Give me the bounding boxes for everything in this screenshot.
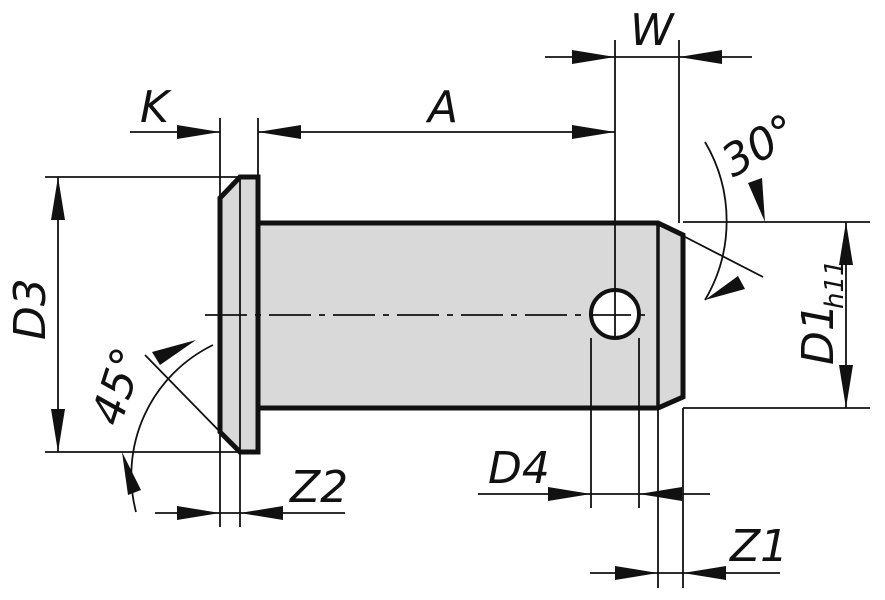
label-d1: D1 — [793, 303, 844, 365]
a-arrow-left — [258, 125, 301, 139]
angle-30-arrow-bottom — [705, 276, 745, 300]
label-z1: Z1 — [729, 521, 788, 572]
label-a: A — [425, 82, 458, 133]
label-angle-30: 30° — [713, 104, 806, 187]
dimension-a: A — [258, 82, 615, 139]
d1-arrow-top — [839, 222, 853, 265]
dimension-k: K — [130, 82, 220, 139]
k-arrow — [177, 125, 220, 139]
d3-arrow-top — [51, 177, 65, 220]
w-arrow-right — [679, 50, 722, 64]
dimension-d4: D4 — [478, 443, 710, 501]
extension-lines — [45, 40, 870, 588]
z1-arrow-left — [615, 566, 658, 580]
label-d1-tolerance: h11 — [820, 259, 850, 309]
dimension-z2: Z2 — [155, 462, 348, 520]
label-d3: D3 — [5, 278, 56, 340]
label-w: W — [630, 5, 675, 56]
d3-arrow-bottom — [51, 409, 65, 452]
z2-arrow-left — [177, 506, 220, 520]
angle-45-arrow-bottom — [122, 452, 141, 495]
label-k: K — [140, 82, 172, 133]
d4-arrow-right — [639, 487, 682, 501]
label-d4: D4 — [488, 443, 550, 494]
angle-45-arrow-top — [152, 340, 196, 365]
d4-arrow-left — [548, 487, 591, 501]
angle-30-arrow-top — [748, 178, 765, 222]
dimension-d3: D3 — [5, 177, 65, 452]
dimension-w: W — [545, 5, 752, 64]
w-arrow-left — [572, 50, 615, 64]
a-arrow-right — [572, 125, 615, 139]
dimension-z1: Z1 — [590, 521, 788, 580]
z1-arrow-right — [683, 566, 726, 580]
z2-arrow-right — [240, 506, 283, 520]
dimension-d1: D1 h11 — [793, 222, 853, 408]
label-z2: Z2 — [289, 462, 348, 513]
dimension-angle-45: 45° — [82, 340, 229, 513]
d1-arrow-bottom — [839, 365, 853, 408]
